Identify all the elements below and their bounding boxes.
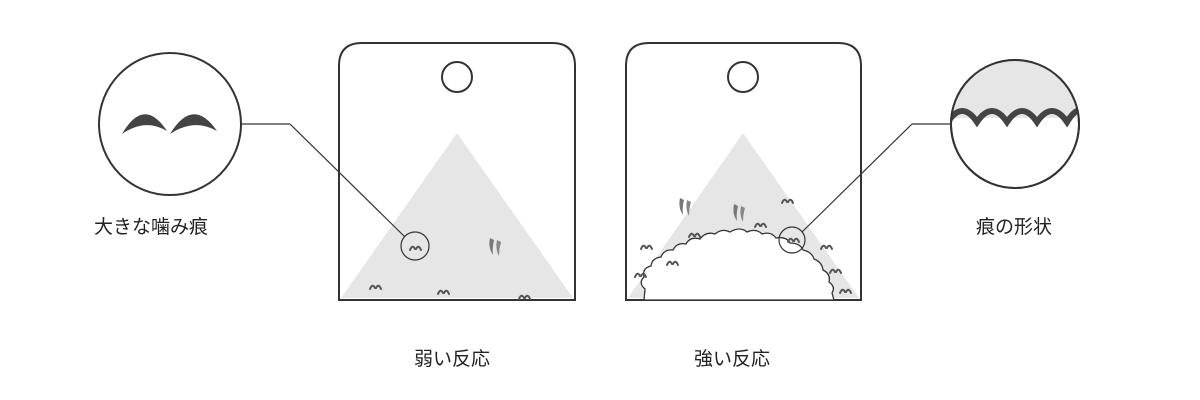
bite-shape-enlarged	[951, 60, 1079, 128]
weak-tag-triangle	[341, 133, 573, 298]
strong-highlight-circle	[778, 226, 806, 254]
strong-eaten-area	[640, 228, 835, 301]
large-bite-mark-caption: 大きな噛み痕	[94, 216, 209, 238]
weak-reaction-caption: 弱い反応	[414, 348, 491, 370]
left-zoom-circle	[98, 52, 242, 196]
mark-shape-caption: 痕の形状	[976, 216, 1053, 238]
left-callout-line-d	[289, 123, 406, 238]
strong-reaction-tag	[625, 42, 862, 301]
weak-tag-hanging-hole	[441, 61, 473, 93]
strong-reaction-caption: 強い反応	[694, 348, 771, 370]
strong-tag-hanging-hole	[727, 61, 759, 93]
right-callout-line-d	[801, 123, 913, 233]
weak-reaction-tag	[338, 42, 576, 301]
large-bite-mark-enlarged	[122, 114, 217, 134]
weak-highlight-circle	[400, 231, 430, 261]
